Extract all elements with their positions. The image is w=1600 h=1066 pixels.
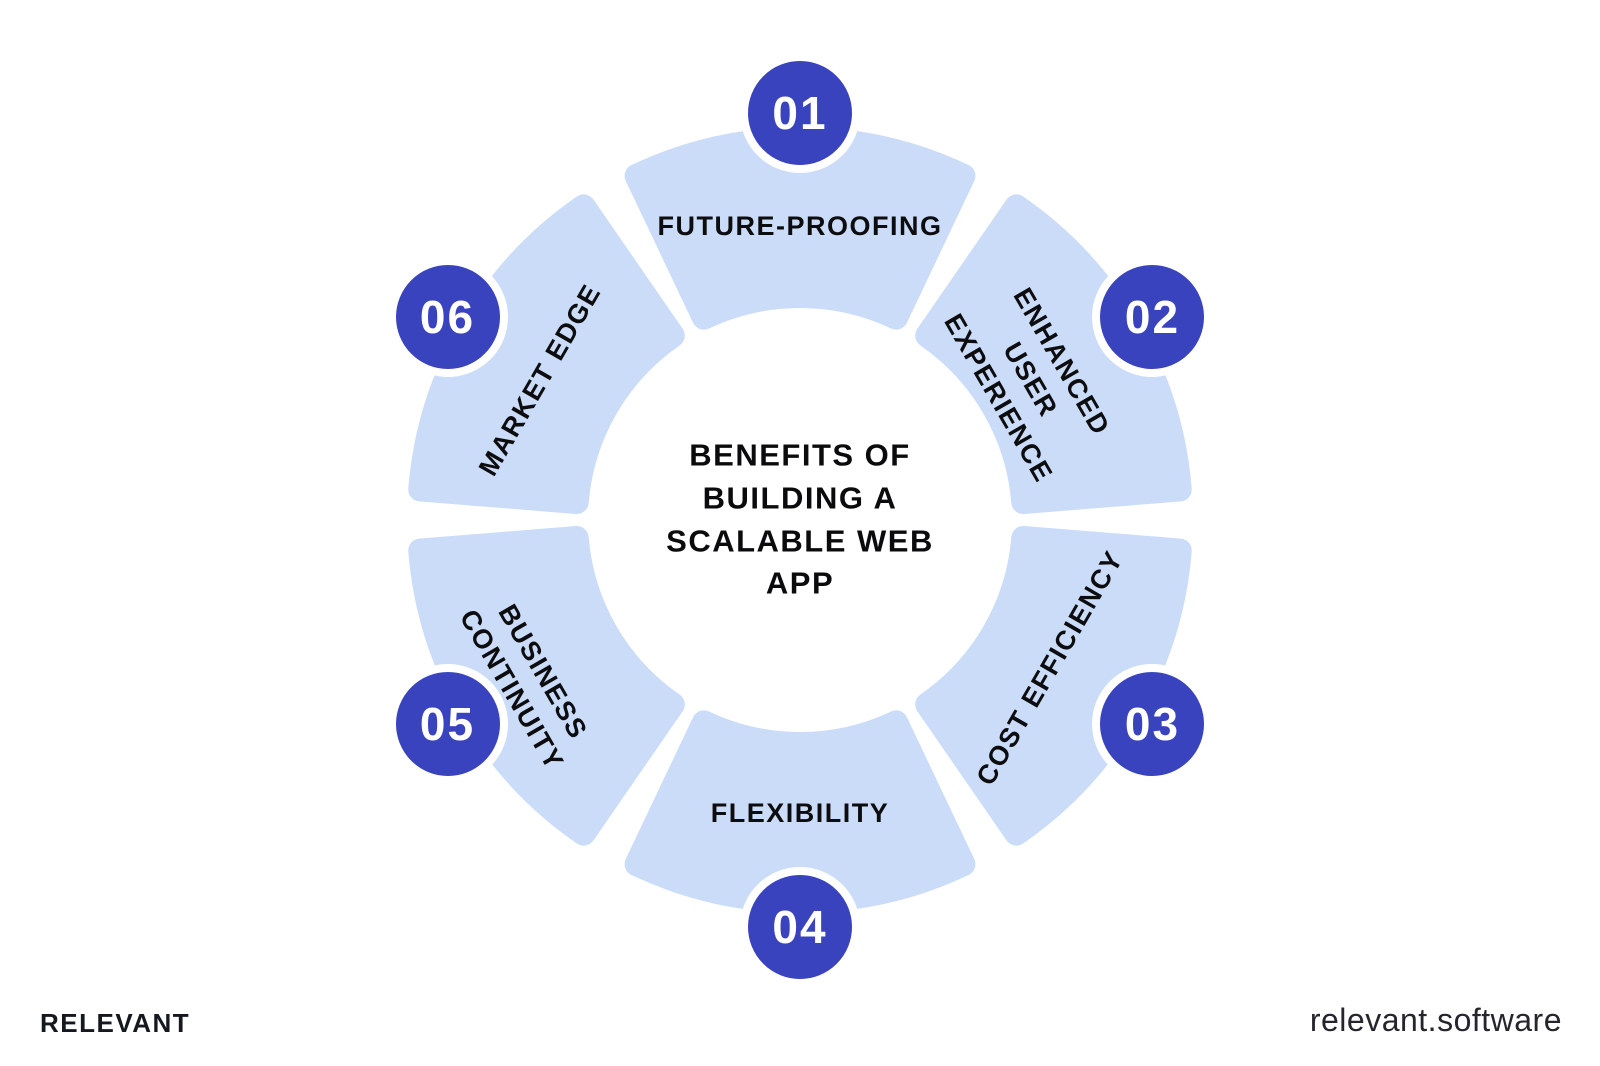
number-badge-01: 01 <box>740 53 860 173</box>
footer-website-url: relevant.software <box>1309 1002 1562 1038</box>
segment-01 <box>624 127 976 330</box>
segment-02 <box>915 194 1192 515</box>
segment-05 <box>408 525 685 846</box>
segment-03 <box>915 525 1192 846</box>
segment-label-future-proofing: FUTURE-PROOFING <box>657 210 943 241</box>
number-badge-05: 05 <box>387 663 508 784</box>
number-badge-03: 03 <box>1092 663 1213 784</box>
segment-06 <box>408 194 685 515</box>
segment-04 <box>624 710 976 913</box>
number-badge-06: 06 <box>387 256 508 377</box>
diagram-title: BENEFITS OF BUILDING A SCALABLE WEB APP <box>666 437 934 601</box>
segment-label-flexibility: FLEXIBILITY <box>710 797 890 828</box>
number-badge-04: 04 <box>740 867 860 987</box>
footer-brand-logo: RELEVANT <box>40 1008 191 1038</box>
number-badge-02: 02 <box>1092 256 1213 377</box>
